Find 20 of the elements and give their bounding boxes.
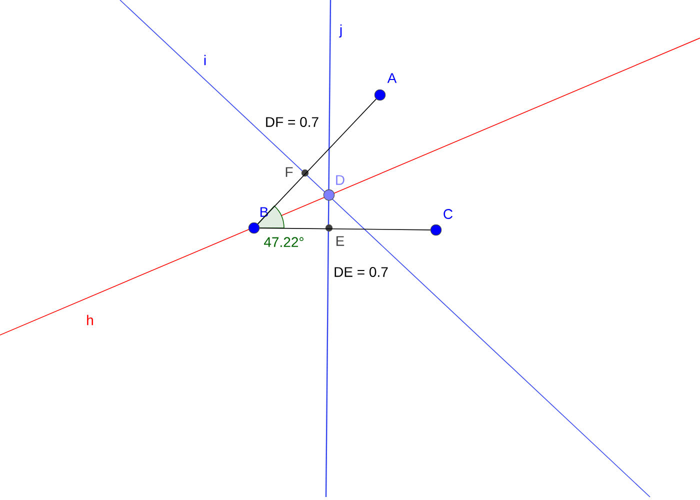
point: E: [325, 224, 344, 246]
node-label: F: [286, 167, 293, 177]
node-label: B: [260, 207, 268, 217]
label: j: [339, 24, 342, 38]
node-label: A: [387, 73, 397, 83]
point: B: [248, 207, 268, 234]
label: DE = 0.7: [332, 265, 390, 279]
label: DF = 0.7: [262, 115, 322, 129]
node-label: E: [336, 236, 344, 246]
segment: [259, 228, 431, 230]
node-label: C: [444, 209, 453, 219]
point: D: [323, 175, 344, 201]
segment: [257, 98, 377, 224]
point: A: [374, 73, 397, 101]
label: i: [204, 54, 206, 66]
point: F: [286, 167, 309, 177]
point: C: [430, 209, 453, 236]
node-label: D: [336, 175, 344, 185]
label: 47.22°: [264, 237, 304, 247]
label: h: [87, 314, 93, 326]
